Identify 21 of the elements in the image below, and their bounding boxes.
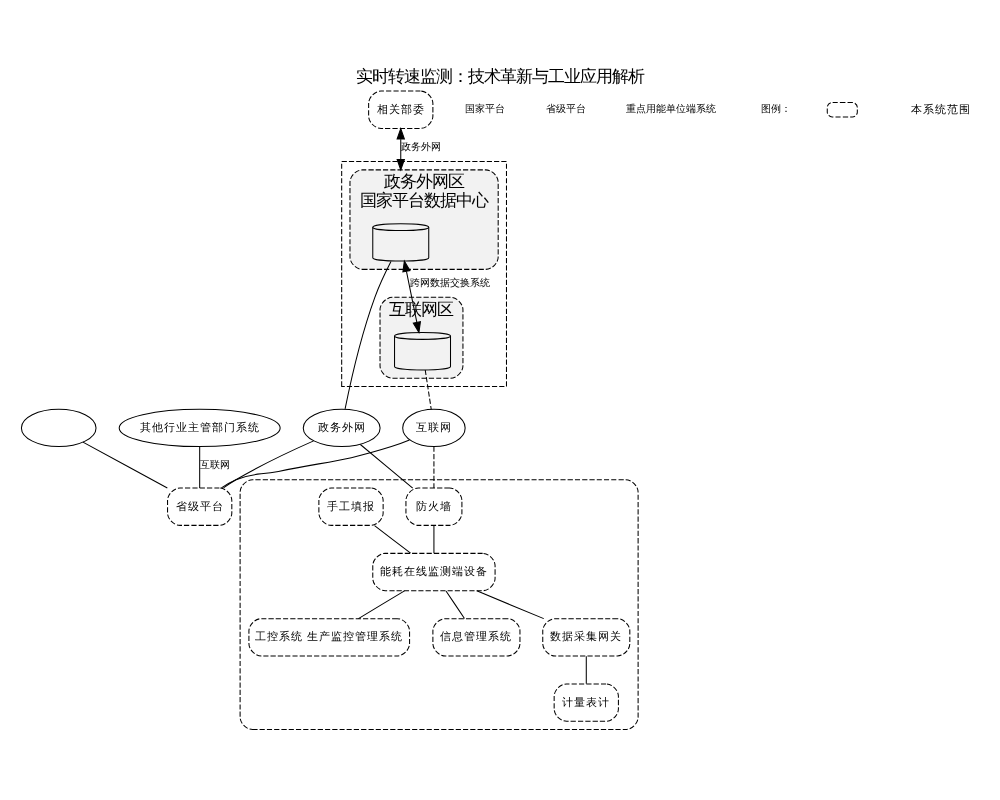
connector — [82, 440, 168, 488]
connector — [433, 445, 435, 488]
cluster: 互联网区 — [379, 295, 464, 378]
connector — [359, 443, 414, 488]
connector — [476, 589, 545, 619]
connector — [445, 589, 465, 618]
node-cloud — [20, 407, 97, 447]
arrow — [402, 258, 422, 334]
connector — [220, 438, 410, 488]
connector — [585, 654, 587, 684]
connector — [357, 589, 405, 619]
connector — [344, 260, 392, 409]
connector — [222, 439, 315, 488]
connector — [199, 445, 201, 488]
cluster: 政务外网区 国家平台数据中心 — [349, 168, 499, 269]
diagram-title: 实时转速监测：技术革新与工业应用解析 — [356, 64, 644, 85]
connector — [374, 524, 412, 553]
connector — [424, 368, 432, 409]
arrow — [396, 126, 406, 171]
connector — [433, 524, 435, 553]
cluster — [239, 478, 639, 730]
